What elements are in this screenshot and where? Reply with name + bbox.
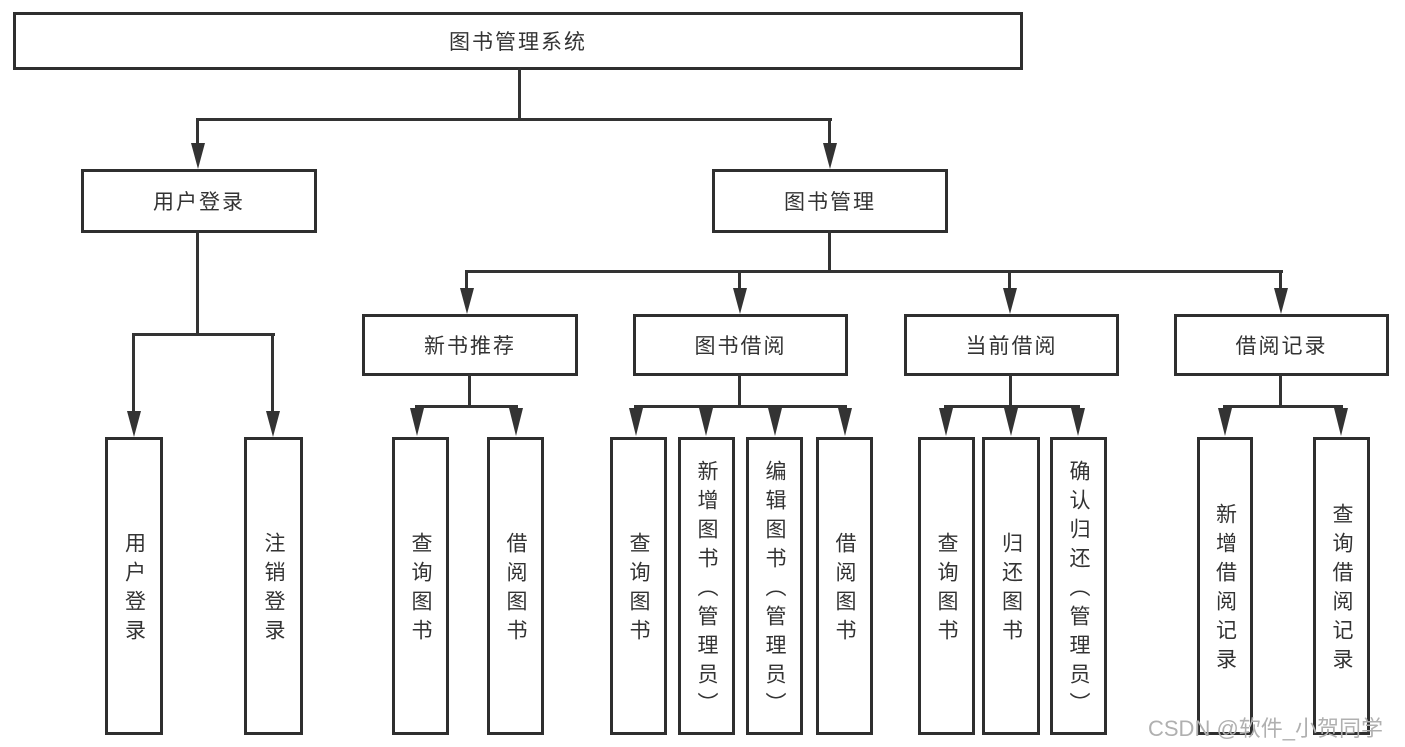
arrow-down-icon	[191, 143, 205, 169]
leaf-query-books-current-label: 查询图书	[935, 532, 958, 648]
leaf-logout-label: 注销登录	[262, 532, 285, 648]
arrow-down-icon	[768, 408, 782, 436]
connector-user-login-split	[132, 333, 275, 336]
leaf-query-books-recommend-label: 查询图书	[409, 532, 432, 648]
node-current-borrow-label: 当前借阅	[965, 335, 1058, 358]
arrow-down-icon	[823, 143, 837, 169]
connector-new-book-trunk	[468, 374, 471, 407]
arrow-down-icon	[733, 288, 747, 314]
leaf-user-login: 用户登录	[105, 437, 163, 735]
leaf-query-borrow-record: 查询借阅记录	[1313, 437, 1370, 735]
connector-drop-module	[465, 270, 468, 290]
connector-current-borrow-trunk	[1009, 374, 1012, 407]
arrow-down-icon	[699, 408, 713, 436]
arrow-down-icon	[629, 408, 643, 436]
node-current-borrow: 当前借阅	[904, 314, 1119, 376]
leaf-query-books-borrow-label: 查询图书	[627, 532, 650, 648]
leaf-query-books-borrow: 查询图书	[610, 437, 667, 735]
leaf-user-login-label: 用户登录	[122, 532, 146, 648]
leaf-borrow-books: 借阅图书	[816, 437, 873, 735]
connector-book-management-split	[465, 270, 1283, 273]
connector-borrow-records-trunk	[1279, 374, 1282, 407]
leaf-borrow-books-recommend: 借阅图书	[487, 437, 544, 735]
arrow-down-icon	[410, 408, 424, 436]
arrow-down-icon	[1218, 408, 1232, 436]
node-book-borrow-label: 图书借阅	[694, 335, 787, 358]
leaf-query-books-current: 查询图书	[918, 437, 975, 735]
arrow-down-icon	[1003, 288, 1017, 314]
leaf-add-borrow-record-label: 新增借阅记录	[1213, 503, 1237, 677]
leaf-add-borrow-record: 新增借阅记录	[1197, 437, 1253, 735]
leaf-query-books-recommend: 查询图书	[392, 437, 449, 735]
connector-drop-module	[1279, 270, 1282, 290]
arrow-down-icon	[1004, 408, 1018, 436]
node-book-management-label: 图书管理	[784, 191, 876, 214]
leaf-confirm-return-admin: 确认归还（管理员）	[1050, 437, 1107, 735]
connector-root-split	[196, 118, 832, 121]
connector-drop-book-management	[828, 118, 831, 146]
node-root-label: 图书管理系统	[449, 31, 587, 54]
node-user-login-label: 用户登录	[153, 191, 245, 214]
node-user-login: 用户登录	[81, 169, 317, 233]
node-borrow-records-label: 借阅记录	[1235, 335, 1328, 358]
leaf-return-books-label: 归还图书	[999, 532, 1023, 648]
leaf-borrow-books-label: 借阅图书	[833, 532, 856, 648]
connector-book-borrow-trunk	[738, 374, 741, 407]
connector-drop-leaf	[132, 333, 135, 413]
leaf-return-books: 归还图书	[982, 437, 1040, 735]
connector-new-book-split	[415, 405, 518, 408]
connector-drop-leaf	[271, 333, 274, 413]
arrow-down-icon	[460, 288, 474, 314]
connector-drop-module	[738, 270, 741, 290]
arrow-down-icon	[939, 408, 953, 436]
connector-drop-user-login	[196, 118, 199, 146]
leaf-query-borrow-record-label: 查询借阅记录	[1330, 503, 1353, 677]
arrow-down-icon	[509, 408, 523, 436]
leaf-logout: 注销登录	[244, 437, 303, 735]
leaf-edit-book-admin-label: 编辑图书（管理员）	[763, 459, 786, 721]
arrow-down-icon	[127, 411, 141, 437]
node-book-borrow: 图书借阅	[633, 314, 848, 376]
leaf-add-book-admin-label: 新增图书（管理员）	[695, 459, 718, 721]
connector-borrow-records-split	[1223, 405, 1343, 408]
arrow-down-icon	[266, 411, 280, 437]
leaf-confirm-return-admin-label: 确认归还（管理员）	[1067, 459, 1090, 721]
connector-book-management-trunk	[828, 230, 831, 272]
node-new-book-recommend-label: 新书推荐	[424, 335, 516, 358]
connector-current-borrow-split	[944, 405, 1080, 408]
arrow-down-icon	[1071, 408, 1085, 436]
connector-book-borrow-split	[634, 405, 847, 408]
connector-user-login-trunk	[196, 230, 199, 333]
node-new-book-recommend: 新书推荐	[362, 314, 578, 376]
leaf-add-book-admin: 新增图书（管理员）	[678, 437, 735, 735]
arrow-down-icon	[1334, 408, 1348, 436]
node-borrow-records: 借阅记录	[1174, 314, 1389, 376]
leaf-edit-book-admin: 编辑图书（管理员）	[746, 437, 803, 735]
arrow-down-icon	[1274, 288, 1288, 314]
node-root: 图书管理系统	[13, 12, 1023, 70]
node-book-management: 图书管理	[712, 169, 948, 233]
leaf-borrow-books-recommend-label: 借阅图书	[504, 532, 527, 648]
connector-drop-module	[1008, 270, 1011, 290]
csdn-watermark: CSDN @软件_小贺同学	[1148, 716, 1384, 741]
arrow-down-icon	[838, 408, 852, 436]
connector-root-trunk	[518, 68, 521, 120]
